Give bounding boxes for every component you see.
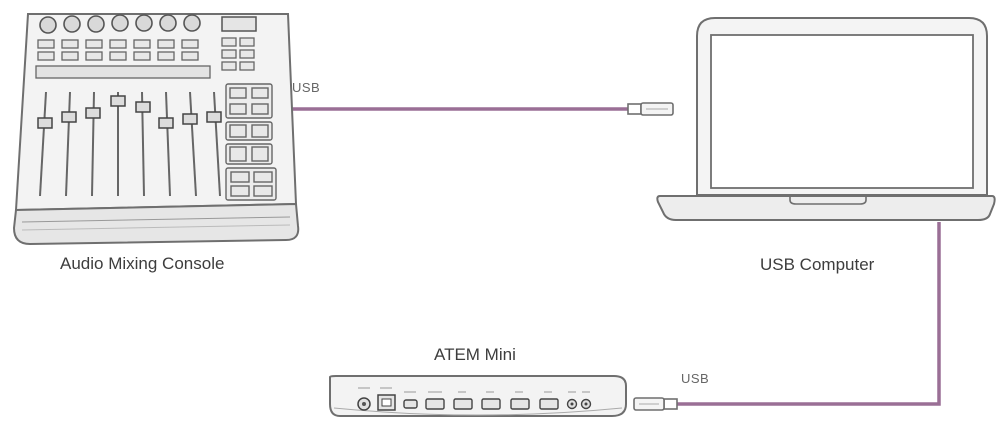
- usb-cable-computer-to-atem: [633, 222, 941, 411]
- mixer-label: Audio Mixing Console: [60, 254, 225, 273]
- usb-label-mixer-computer: USB: [292, 80, 321, 95]
- usb-computer-laptop: [656, 17, 996, 221]
- audio-mixing-console: [12, 13, 300, 246]
- computer-label: USB Computer: [760, 255, 875, 274]
- atem-hdmi-ports: [425, 398, 559, 410]
- usb-cable-mixer-to-computer: [292, 102, 674, 116]
- mixer-knobs: [39, 14, 201, 34]
- mixer-fader-caps: [37, 95, 222, 129]
- atem-label: ATEM Mini: [434, 345, 516, 364]
- atem-mini-device: [329, 375, 627, 417]
- mixer-button-grid: [37, 37, 255, 71]
- usb-label-computer-atem: USB: [681, 371, 710, 386]
- mixer-transport-buttons: [225, 83, 277, 201]
